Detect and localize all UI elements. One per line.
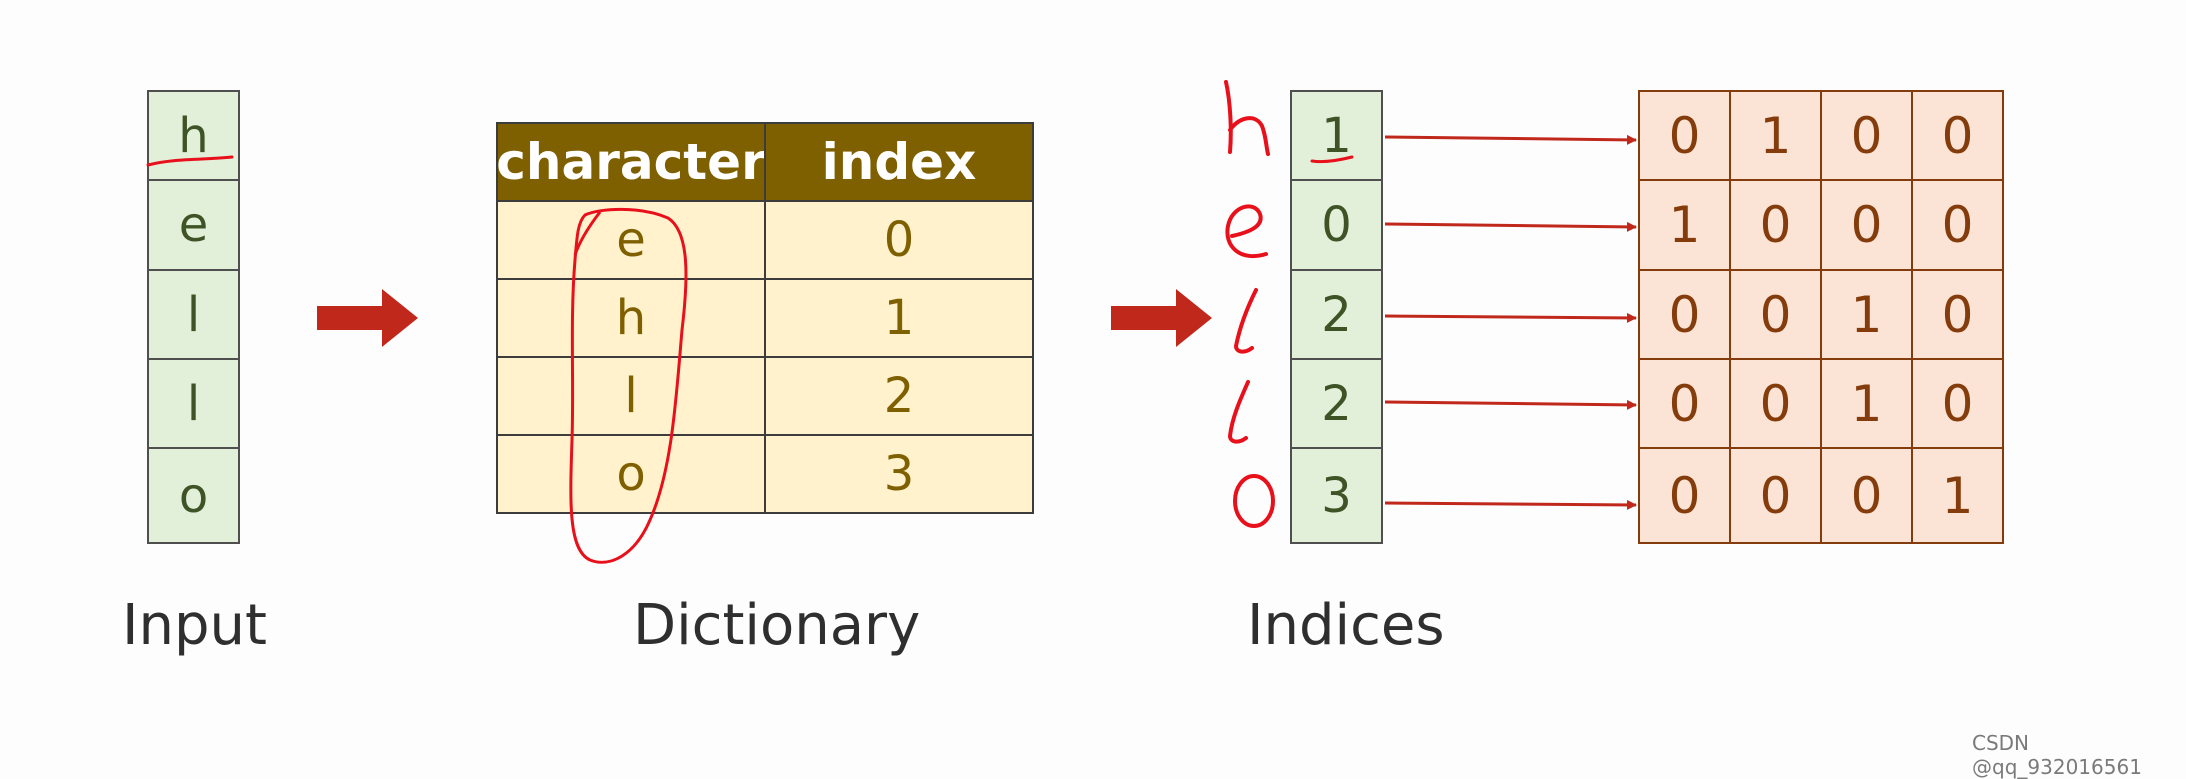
onehot-cell: 1 (1638, 179, 1731, 271)
onehot-cell: 0 (1638, 358, 1731, 449)
input-cell: h (147, 90, 240, 181)
block-arrow-right-icon (1111, 289, 1212, 347)
annotation-overlay (146, 80, 1637, 564)
handwritten-underline (1310, 155, 1354, 164)
connector-arrow (1384, 312, 1637, 323)
onehot-cell: 1 (1729, 90, 1822, 181)
dictionary-caption: Dictionary (633, 593, 921, 658)
handwritten-tick (573, 211, 602, 256)
index-cell: 3 (1290, 447, 1383, 544)
input-cell: l (147, 269, 240, 360)
indices-caption: Indices (1247, 593, 1445, 658)
block-arrow-right-icon (317, 289, 418, 347)
onehot-cell: 0 (1729, 179, 1822, 271)
connector-arrow (1384, 399, 1637, 410)
onehot-cell: 0 (1820, 447, 1913, 544)
dict-cell-index: 1 (764, 278, 1034, 358)
onehot-cell: 0 (1638, 447, 1731, 544)
onehot-cell: 0 (1911, 179, 2004, 271)
handwritten-hello (1224, 80, 1275, 528)
onehot-cell: 0 (1911, 358, 2004, 449)
dict-cell-character: l (496, 356, 766, 436)
handwritten-underline (146, 155, 234, 167)
watermark: CSDN @qq_932016561 (1972, 731, 2142, 779)
input-cell: o (147, 447, 240, 544)
handwritten-loop (569, 207, 688, 564)
index-cell: 2 (1290, 269, 1383, 360)
connector-arrow (1384, 499, 1637, 510)
dict-cell-index: 0 (764, 200, 1034, 280)
dict-cell-character: o (496, 434, 766, 514)
connector-arrow (1384, 134, 1637, 145)
connector-arrow (1384, 221, 1637, 232)
onehot-cell: 1 (1911, 447, 2004, 544)
onehot-cell: 0 (1820, 90, 1913, 181)
onehot-cell: 0 (1911, 269, 2004, 360)
onehot-cell: 0 (1729, 269, 1822, 360)
dict-header-index: index (764, 122, 1034, 202)
onehot-cell: 1 (1820, 358, 1913, 449)
onehot-cell: 0 (1638, 90, 1731, 181)
input-caption: Input (122, 593, 268, 658)
dict-cell-index: 3 (764, 434, 1034, 514)
